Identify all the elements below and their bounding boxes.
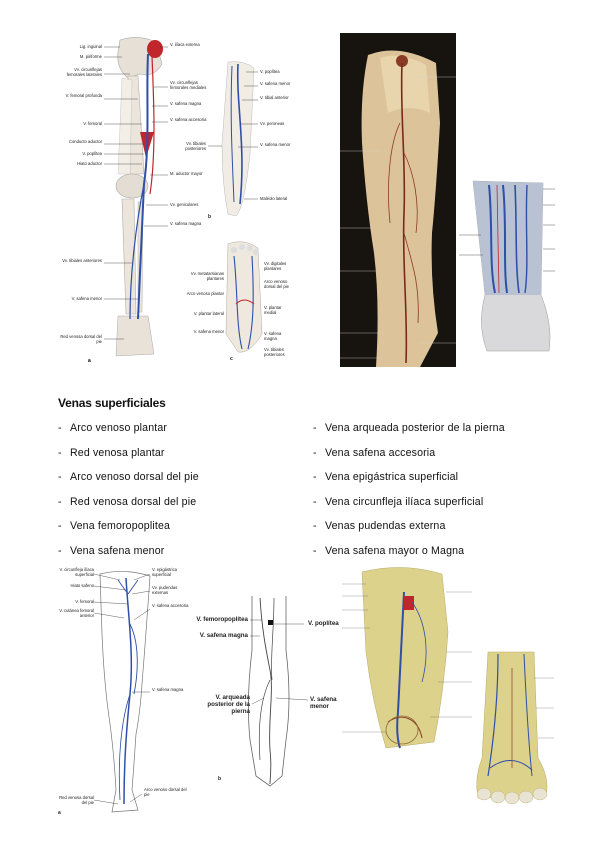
posterior-leg-outline [248, 596, 309, 787]
label: V. poplítea [308, 620, 339, 627]
label: Vv. peroneas [260, 121, 285, 126]
label: V. poplítea [260, 69, 280, 74]
label: V. circunfleja ilíaca superficial [59, 567, 94, 577]
list-item: -Vena femoropoplitea [58, 520, 171, 533]
figure-lower-leg-illustration [459, 175, 555, 355]
label: Vv. tibiales anteriores [62, 258, 102, 263]
label: V. safena accesoria [170, 117, 207, 122]
skeleton-leg-illustration: a [88, 37, 263, 364]
label: Vv. metatarsianas plantares [190, 271, 224, 281]
label: Arco venoso plantar [186, 291, 224, 296]
label: Vv. geniculares [170, 202, 199, 207]
label: V. femoral [75, 599, 94, 604]
label: Red venosa dorsal del pie [60, 334, 102, 344]
label: V. safena menor [71, 296, 102, 301]
section-title: Venas superficiales [58, 396, 166, 410]
label: V. safena magna [264, 331, 282, 341]
label: Vv. tibiales posteriores [185, 141, 206, 151]
list-item: -Vena safena menor [58, 544, 165, 557]
label: V. safena menor [260, 142, 291, 147]
label: Lig. inguinal [79, 44, 102, 49]
anterior-leg-outline [93, 571, 151, 813]
list-item: -Vena arqueada posterior de la pierna [313, 422, 505, 434]
label: Vv. tibiales posteriores [264, 347, 285, 357]
figure-letter: a [58, 810, 61, 816]
label: Conducto aductor [68, 139, 102, 144]
left-vein-list: -Arco venoso plantar -Red venosa plantar… [58, 421, 199, 569]
leg-dissection-image [340, 50, 456, 367]
figure-letter: a [88, 358, 91, 364]
list-item: -Red venosa plantar [58, 446, 165, 459]
label: Arco venoso dorsal del pie [264, 279, 289, 289]
label: M. aductor mayor [170, 171, 203, 176]
list-item: -Vena safena accesoria [313, 446, 436, 459]
list-item: -Vena safena mayor o Magna [313, 544, 465, 557]
label: V. safena menor [260, 81, 291, 86]
label: Hiato aductor [77, 161, 102, 166]
list-item: -Venas pudendas externa [313, 520, 446, 533]
label: V. plantar lateral [193, 311, 224, 316]
label: V. safena menor [310, 696, 337, 710]
label: Vv. digitales plantares [264, 261, 287, 271]
label: Vv. pudendas externas [152, 585, 178, 595]
label: V. cutánea femoral anterior [59, 608, 94, 618]
list-item: -Vena circunfleja ilíaca superficial [313, 495, 484, 508]
figure-foot-dissection [468, 648, 554, 804]
label: V. safena magna [170, 221, 202, 226]
label: Vv. circunflejas femorales mediales [170, 80, 207, 90]
label: V. femoral [83, 121, 102, 126]
list-item: -Vena epigástrica superficial [313, 471, 459, 484]
lower-leg-veins-image [459, 180, 555, 352]
figure-letter: c [230, 356, 233, 362]
figure-superficial-veins-posterior: V. femoropoplítea V. safena magna V. pop… [190, 590, 350, 794]
list-item: -Arco venoso dorsal del pie [58, 471, 199, 484]
figure-thigh-dissection [342, 562, 472, 750]
label: V. ilíaca externa [170, 42, 200, 47]
label: Vv. circunflejas femorales laterales [66, 67, 102, 77]
label: M. piriforme [79, 54, 102, 59]
label: Maléolo lateral [260, 196, 288, 201]
label: V. safena magna [170, 101, 202, 106]
label: V. epigástrica superficial [152, 567, 177, 577]
figure-deep-veins-skeleton: a Lig. inguinal M. piriforme Vv. circunf… [58, 34, 291, 368]
foot-dissection-image [476, 651, 554, 804]
label: V. safena magna [152, 687, 184, 692]
label: V. femoropoplítea [196, 616, 248, 623]
right-vein-list: -Vena arqueada posterior de la pierna -V… [313, 421, 505, 569]
list-item: -Arco venoso plantar [58, 422, 168, 434]
label: V. safena accesoria [152, 603, 189, 608]
figure-letter: b [218, 776, 222, 782]
list-item: -Red venosa dorsal del pie [58, 495, 197, 508]
label: V. safena menor [193, 329, 224, 334]
figure-letter: b [208, 214, 212, 220]
label: V. arqueada posterior de la pierna [207, 694, 250, 715]
label: V. safena magna [199, 632, 248, 639]
label: Hiato safeno [70, 583, 94, 588]
figure-dissection-photo [340, 33, 456, 367]
label: Arco venoso dorsal del pie [144, 787, 187, 797]
label: Red venosa dorsal del pie [59, 795, 94, 805]
label: V. femoral profunda [65, 93, 102, 98]
thigh-dissection-image [342, 567, 472, 749]
label: V. poplítea [82, 151, 102, 156]
figure-superficial-veins-anterior: V. circunfleja ilíaca superficial Hiato … [54, 564, 189, 818]
label: V. tibial anterior [260, 95, 289, 100]
label: V. plantar medial [264, 305, 282, 315]
